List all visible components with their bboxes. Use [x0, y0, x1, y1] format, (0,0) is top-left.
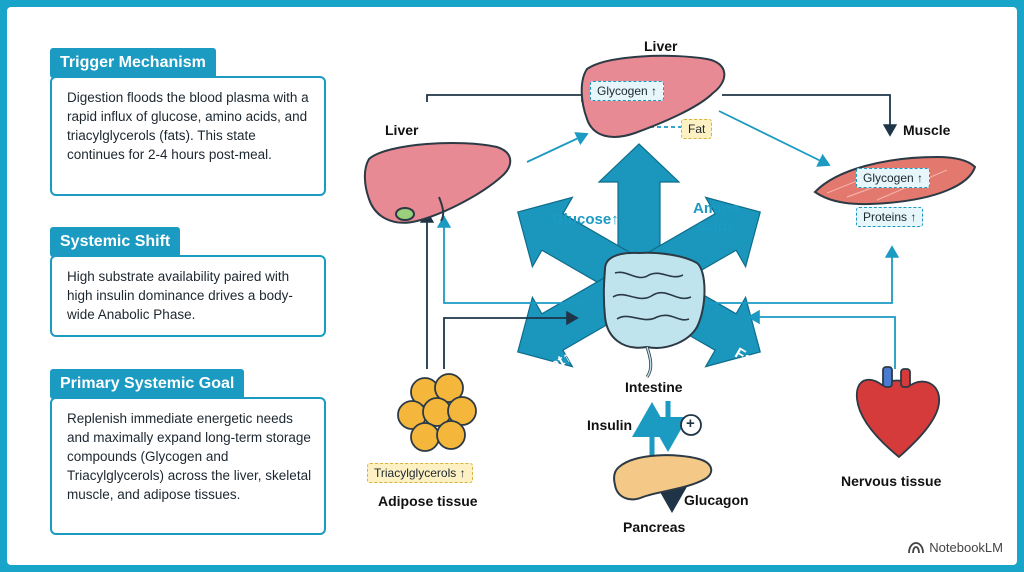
adipose-icon — [397, 373, 477, 452]
metabolism-diagram — [363, 54, 977, 513]
flow-label-amino-line1: Amino — [693, 200, 740, 217]
label-glucagon: Glucagon — [684, 492, 749, 508]
label-intestine: Intestine — [625, 379, 683, 395]
tag-muscle-glycogen: Glycogen ↑ — [856, 168, 931, 188]
card-body-shift: High substrate availability paired with … — [50, 255, 326, 337]
label-adipose: Adipose tissue — [378, 493, 478, 509]
label-insulin: Insulin — [587, 417, 633, 433]
intestine-to-muscle-line — [697, 245, 900, 304]
label-liver-top: Liver — [644, 38, 678, 54]
label-liver-left: Liver — [385, 122, 419, 138]
card-body-trigger: Digestion floods the blood plasma with a… — [50, 76, 326, 196]
card-title-trigger: Trigger Mechanism — [50, 48, 216, 78]
label-pancreas: Pancreas — [623, 519, 686, 535]
adipose-to-intestine-line — [443, 310, 579, 369]
card-title-goal: Primary Systemic Goal — [50, 369, 245, 399]
brand-name: NotebookLM — [929, 540, 1003, 555]
flow-label-glucose: Glucose↑ — [552, 211, 619, 228]
label-nervous: Nervous tissue — [841, 473, 942, 489]
liver-to-liver-line — [426, 87, 594, 103]
heart-icon — [856, 366, 940, 459]
tag-liver-glycogen: Glycogen ↑ — [590, 81, 665, 101]
card-body-goal: Replenish immediate energetic needs and … — [50, 397, 326, 535]
label-muscle: Muscle — [903, 122, 951, 138]
pancreas-icon — [613, 454, 713, 501]
insulin-plus-sign: + — [686, 415, 695, 432]
flow-label-amino-line2: acids↑ — [697, 218, 743, 235]
card-title-shift: Systemic Shift — [50, 227, 181, 257]
tag-adipose-triacylglycerols: Triacylglycerols ↑ — [367, 463, 473, 483]
liver-left-icon — [363, 142, 512, 224]
hormone-arrows — [632, 401, 702, 513]
liver-muscle-diag-line — [718, 110, 831, 167]
nervous-to-intestine-line — [747, 309, 896, 369]
brand-mark: NotebookLM — [908, 540, 1003, 555]
intestine-to-liver-line — [436, 215, 582, 304]
infographic-frame: Trigger Mechanism Digestion floods the b… — [7, 7, 1017, 565]
intestine-icon — [602, 251, 706, 378]
tag-liver-fat: Fat — [681, 119, 713, 139]
liver-to-muscle-line — [722, 94, 898, 137]
tag-muscle-proteins: Proteins ↑ — [856, 207, 924, 227]
notebooklm-logo-icon — [908, 541, 925, 553]
liver-diag-line — [526, 132, 589, 163]
